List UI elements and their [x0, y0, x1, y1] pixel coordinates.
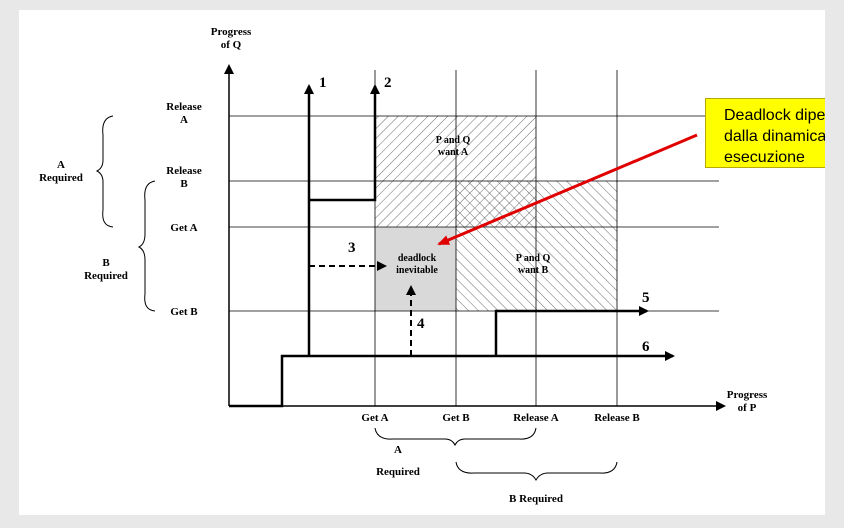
- y-tick-release-a-1: Release: [166, 101, 202, 113]
- x-axis-title-line-2: of P: [738, 402, 757, 414]
- callout-line-2: dalla dinamica di: [724, 128, 825, 145]
- x-brace-a-label-2: Required: [376, 466, 420, 478]
- callout-arrow: [437, 133, 698, 246]
- callout-box: Deadlock dipendente dalla dinamica di es…: [705, 98, 825, 168]
- x-tick-release-b: Release B: [594, 412, 640, 424]
- y-brace-b-required: [137, 180, 156, 312]
- y-tick-get-a: Get A: [170, 222, 197, 234]
- region-label-deadlock-1: deadlock: [398, 253, 437, 264]
- path-5: [494, 306, 649, 356]
- x-brace-b-label: B Required: [509, 493, 563, 505]
- y-tick-release-a-2: A: [180, 114, 188, 126]
- path-label-1: 1: [319, 75, 327, 91]
- path-6: [229, 351, 675, 408]
- y-brace-a-required: [95, 115, 114, 228]
- y-tick-get-b: Get B: [170, 306, 198, 318]
- callout-line-1: Deadlock dipendente: [724, 107, 825, 124]
- y-axis-title-line-1: Progress: [211, 26, 252, 38]
- y-axis-title-line-2: of Q: [221, 39, 242, 51]
- x-brace-a-label-1: A: [394, 444, 402, 456]
- y-brace-a-label-1: A: [57, 159, 65, 171]
- x-axis-title-line-1: Progress: [727, 389, 768, 401]
- x-brace-a-required: [374, 427, 537, 447]
- region-label-want-b-2: want B: [518, 265, 549, 276]
- callout-line-3: esecuzione: [724, 149, 805, 166]
- diagram-canvas: 1 2 3 4 5 6 Progress of Q Progress of P …: [19, 10, 825, 515]
- region-label-want-b-1: P and Q: [516, 253, 551, 264]
- path-2: [309, 84, 380, 202]
- path-label-6: 6: [642, 339, 650, 355]
- y-tick-release-b-1: Release: [166, 165, 202, 177]
- x-tick-release-a: Release A: [513, 412, 559, 424]
- region-p-q-want-b: [456, 181, 617, 311]
- x-tick-get-a: Get A: [361, 412, 388, 424]
- y-brace-b-label-2: Required: [84, 270, 128, 282]
- x-brace-b-required: [455, 461, 618, 482]
- y-brace-a-label-2: Required: [39, 172, 83, 184]
- region-label-want-a-1: P and Q: [436, 135, 471, 146]
- region-label-deadlock-2: inevitable: [396, 265, 438, 276]
- path-label-2: 2: [384, 75, 392, 91]
- region-label-want-a-2: want A: [438, 147, 469, 158]
- path-label-5: 5: [642, 290, 650, 306]
- y-brace-b-label-1: B: [102, 257, 110, 269]
- deadlock-diagram: 1 2 3 4 5 6 Progress of Q Progress of P …: [39, 26, 768, 505]
- y-tick-release-b-2: B: [180, 178, 188, 190]
- path-label-3: 3: [348, 240, 356, 256]
- x-tick-get-b: Get B: [442, 412, 470, 424]
- path-label-4: 4: [417, 316, 425, 332]
